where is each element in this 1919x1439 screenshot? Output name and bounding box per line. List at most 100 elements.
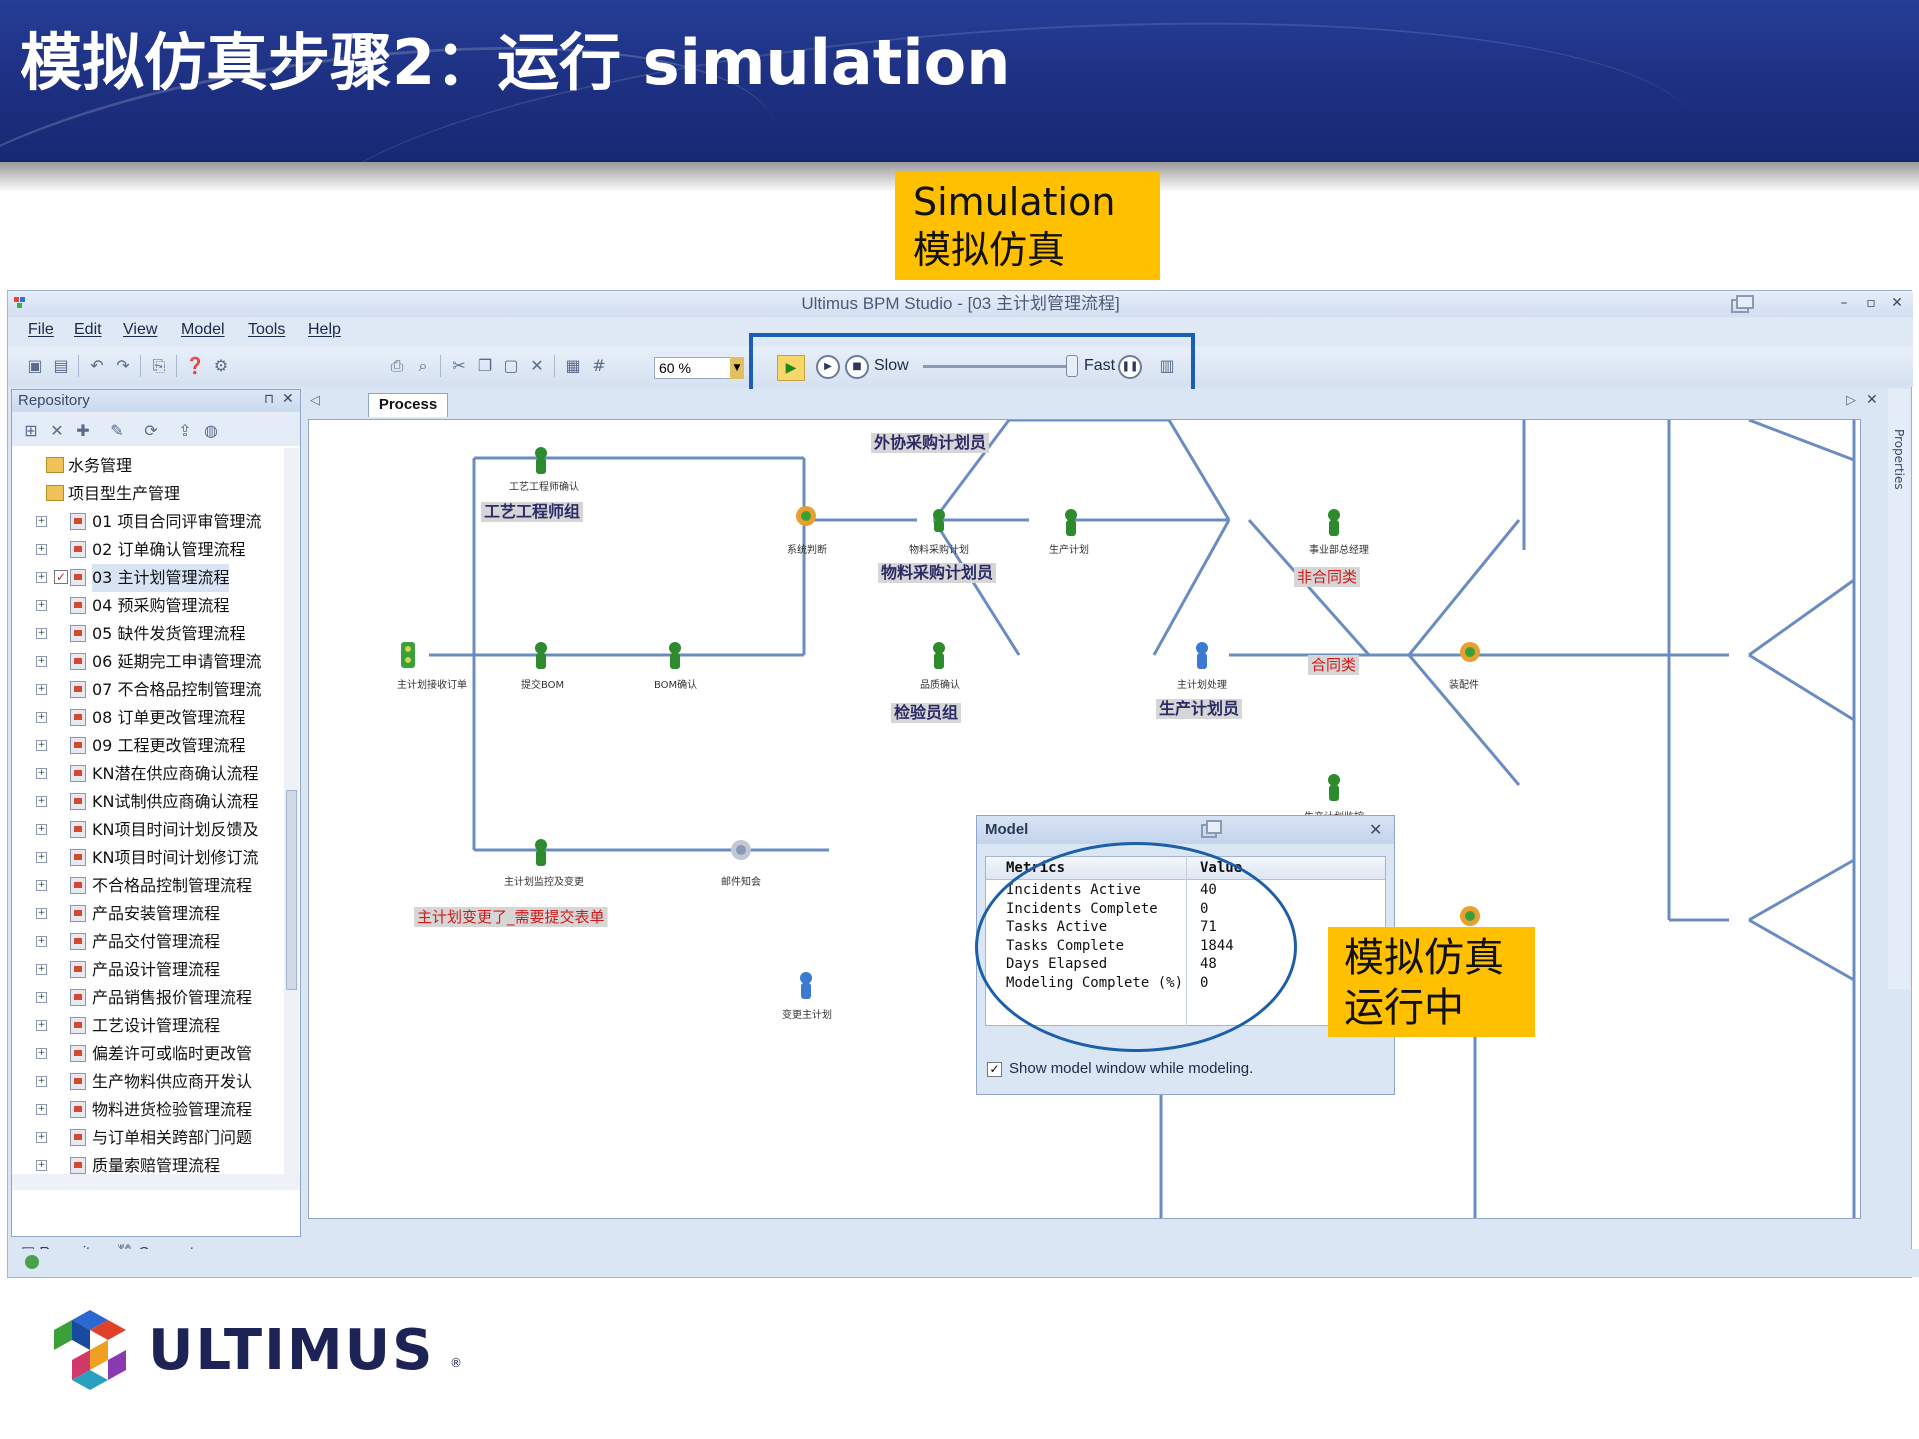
repository-h-scrollbar[interactable]: [12, 1174, 300, 1190]
properties-tab-label[interactable]: Properties: [1892, 429, 1906, 490]
snap-icon[interactable]: #: [592, 356, 606, 375]
refresh-icon[interactable]: ⟳: [144, 421, 158, 440]
repository-item[interactable]: +生产物料供应商开发认: [36, 1072, 253, 1091]
menu-help[interactable]: Help: [308, 321, 341, 338]
repository-item[interactable]: +04 预采购管理流程: [36, 596, 230, 615]
repository-item[interactable]: +07 不合格品控制管理流: [36, 680, 262, 699]
repository-item[interactable]: +06 延期完工申请管理流: [36, 652, 262, 671]
speed-slider[interactable]: [923, 365, 1073, 368]
menu-view[interactable]: View: [123, 321, 158, 338]
repository-item[interactable]: +02 订单确认管理流程: [36, 540, 246, 559]
repository-item[interactable]: +✓03 主计划管理流程: [12, 564, 284, 592]
expand-icon[interactable]: +: [36, 992, 47, 1003]
grid-icon[interactable]: ▦: [565, 356, 581, 375]
checkin-icon[interactable]: ⇪: [178, 421, 192, 440]
repository-item[interactable]: +与订单相关跨部门问题: [36, 1128, 253, 1147]
expand-icon[interactable]: +: [36, 1020, 47, 1031]
close-button[interactable]: ✕: [1891, 295, 1903, 311]
paste-icon[interactable]: ▢: [503, 356, 519, 375]
report-chart-icon[interactable]: ▥: [1159, 356, 1175, 375]
minimize-button[interactable]: –: [1840, 295, 1848, 311]
menu-edit[interactable]: Edit: [74, 321, 102, 338]
repository-item[interactable]: +01 项目合同评审管理流: [36, 512, 262, 531]
show-model-window-checkbox[interactable]: ✓: [987, 1062, 1002, 1077]
expand-icon[interactable]: +: [36, 740, 47, 751]
expand-icon[interactable]: +: [36, 544, 47, 555]
repository-item[interactable]: +05 缺件发货管理流程: [36, 624, 246, 643]
add-process-icon[interactable]: ✚: [76, 421, 90, 440]
redo-icon[interactable]: ↷: [116, 356, 130, 375]
model-window-close-icon[interactable]: ✕: [1369, 820, 1383, 839]
expand-icon[interactable]: +: [36, 1076, 47, 1087]
repository-item[interactable]: +KN潜在供应商确认流程: [36, 764, 259, 783]
publish-icon[interactable]: ⎘: [152, 356, 166, 375]
expand-icon[interactable]: +: [36, 768, 47, 779]
repository-item[interactable]: +产品安装管理流程: [36, 904, 221, 923]
expand-icon[interactable]: +: [36, 964, 47, 975]
model-window-dock-icon[interactable]: [1199, 819, 1225, 845]
expand-icon[interactable]: +: [36, 600, 47, 611]
tab-scroll-right-icon[interactable]: ▷: [1846, 393, 1856, 408]
repository-item[interactable]: +08 订单更改管理流程: [36, 708, 246, 727]
stop-simulation-icon[interactable]: ■: [845, 355, 869, 379]
repository-item[interactable]: +09 工程更改管理流程: [36, 736, 246, 755]
expand-icon[interactable]: +: [36, 936, 47, 947]
repository-item[interactable]: +质量索赔管理流程: [36, 1156, 221, 1174]
expand-icon[interactable]: +: [36, 1048, 47, 1059]
expand-icon[interactable]: +: [36, 712, 47, 723]
expand-icon[interactable]: +: [36, 1160, 47, 1171]
delete-icon[interactable]: ✕: [530, 356, 544, 375]
repository-item[interactable]: +产品销售报价管理流程: [36, 988, 253, 1007]
maximize-button[interactable]: ▫: [1866, 295, 1876, 311]
save-icon[interactable]: ▣: [27, 356, 43, 375]
tab-scroll-left-icon[interactable]: ◁: [310, 393, 320, 408]
menu-tools[interactable]: Tools: [248, 321, 286, 338]
expand-icon[interactable]: +: [36, 628, 47, 639]
repository-item[interactable]: +偏差许可或临时更改管: [36, 1044, 253, 1063]
run-simulation-button[interactable]: ▶: [777, 355, 805, 381]
repository-item[interactable]: +KN项目时间计划修订流: [36, 848, 259, 867]
repository-item[interactable]: +产品交付管理流程: [36, 932, 221, 951]
undo-icon[interactable]: ↶: [90, 356, 104, 375]
expand-icon[interactable]: +: [36, 656, 47, 667]
globe-icon[interactable]: ◍: [204, 421, 218, 440]
copy-icon[interactable]: ❐: [477, 356, 493, 375]
tools-icon[interactable]: ⚙: [213, 356, 229, 375]
expand-icon[interactable]: +: [36, 516, 47, 527]
cut-icon[interactable]: ✂: [452, 356, 466, 375]
expand-icon[interactable]: +: [36, 684, 47, 695]
edit-icon[interactable]: ✎: [110, 421, 124, 440]
expand-icon[interactable]: +: [36, 1104, 47, 1115]
menu-file[interactable]: File: [28, 321, 54, 338]
help-icon[interactable]: ❓: [185, 356, 205, 375]
close-document-icon[interactable]: ✕: [1866, 392, 1878, 408]
new-folder-icon[interactable]: ⊞: [24, 421, 38, 440]
pause-simulation-icon[interactable]: ▶: [816, 355, 840, 379]
repository-item[interactable]: 水务管理: [12, 452, 284, 480]
restore-layout-icon[interactable]: [1728, 294, 1756, 316]
tab-process[interactable]: Process: [368, 393, 448, 417]
repository-item[interactable]: +物料进货检验管理流程: [36, 1100, 253, 1119]
zoom-select[interactable]: 60 %: [654, 357, 742, 379]
repository-item[interactable]: +不合格品控制管理流程: [36, 876, 253, 895]
delete-icon[interactable]: ✕: [50, 421, 64, 440]
repository-item[interactable]: 项目型生产管理: [12, 480, 284, 508]
print-preview-icon[interactable]: ⌕: [418, 356, 428, 375]
speed-slider-thumb[interactable]: [1066, 355, 1078, 377]
repository-item[interactable]: +KN项目时间计划反馈及: [36, 820, 259, 839]
menu-model[interactable]: Model: [181, 321, 225, 338]
pin-icon[interactable]: ⊓: [264, 392, 275, 407]
repository-item[interactable]: +工艺设计管理流程: [36, 1016, 221, 1035]
chevron-down-icon[interactable]: ▼: [730, 357, 744, 379]
expand-icon[interactable]: +: [36, 796, 47, 807]
expand-icon[interactable]: +: [36, 880, 47, 891]
repository-scroll-thumb[interactable]: [286, 790, 297, 990]
properties-strip[interactable]: Properties: [1888, 389, 1910, 989]
print-icon[interactable]: ⎙: [390, 356, 404, 375]
expand-icon[interactable]: +: [36, 1132, 47, 1143]
save-all-icon[interactable]: ▤: [53, 356, 69, 375]
repository-item[interactable]: +产品设计管理流程: [36, 960, 221, 979]
expand-icon[interactable]: +: [36, 908, 47, 919]
step-simulation-icon[interactable]: ❚❚: [1118, 355, 1142, 379]
expand-icon[interactable]: +: [36, 824, 47, 835]
